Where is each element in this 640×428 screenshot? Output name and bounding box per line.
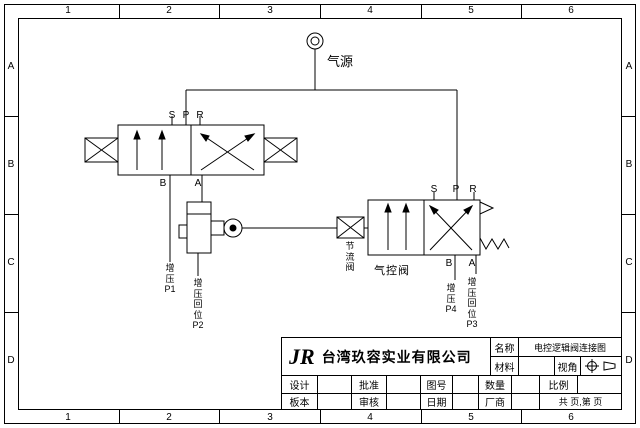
version-label: 板本 (282, 394, 318, 409)
label-boost-return-p2: 增 压 回 位 P2 (192, 278, 204, 330)
ruler-col-label: 5 (468, 412, 474, 423)
ruler-tick (119, 410, 120, 424)
drawing-no-value (453, 376, 479, 393)
name-label: 名称 (491, 338, 519, 356)
ruler-tick (521, 410, 522, 424)
valve2-port-a: A (468, 258, 476, 269)
projection-symbol-cell (581, 357, 621, 375)
throttle-valve-label: 节 流 阀 (345, 241, 355, 272)
ruler-row-label: C (625, 257, 633, 268)
ruler-col-label: 2 (166, 5, 172, 16)
ruler-tick (4, 312, 18, 313)
third-angle-projection-icon (585, 359, 616, 373)
air-source-symbol (306, 32, 324, 50)
ruler-tick (219, 4, 220, 18)
vendor-label: 厂商 (479, 394, 512, 409)
ruler-tick (421, 410, 422, 424)
valve1-port-b: B (159, 178, 167, 189)
ruler-col-label: 1 (65, 5, 71, 16)
company-logo: JR (289, 343, 315, 369)
ruler-row-label: D (7, 355, 15, 366)
ruler-tick (421, 4, 422, 18)
approve-label: 批准 (352, 376, 387, 393)
supply-pipe (185, 49, 458, 200)
design-value (318, 376, 352, 393)
ruler-tick (4, 214, 18, 215)
ruler-tick (119, 4, 120, 18)
vendor-value (512, 394, 540, 409)
drawing-no-label: 图号 (421, 376, 453, 393)
throttle-valve-symbol (336, 216, 368, 239)
ruler-tick (320, 410, 321, 424)
ruler-row-label: B (625, 159, 633, 170)
material-value (519, 357, 555, 375)
review-value (387, 394, 421, 409)
ruler-col-label: 3 (267, 412, 273, 423)
ruler-col-label: 6 (568, 5, 574, 16)
ruler-tick (320, 4, 321, 18)
ruler-row-label: B (7, 159, 15, 170)
ruler-tick (521, 4, 522, 18)
ruler-tick (622, 312, 636, 313)
view-angle-label: 视角 (555, 357, 581, 375)
ruler-col-label: 1 (65, 412, 71, 423)
ruler-col-label: 2 (166, 412, 172, 423)
ruler-row-label: A (625, 61, 633, 72)
quantity-value (512, 376, 540, 393)
valve2-port-p: P (452, 184, 460, 195)
ruler-row-label: C (7, 257, 15, 268)
label-boost-return-p3: 增 压 回 位 P3 (466, 277, 478, 329)
version-value (318, 394, 352, 409)
ruler-col-label: 4 (367, 412, 373, 423)
solenoid-valve-symbol (84, 116, 298, 262)
date-value (453, 394, 479, 409)
valve2-port-s: S (430, 184, 438, 195)
label-boost-p4: 增 压 P4 (445, 283, 457, 314)
ruler-tick (622, 116, 636, 117)
label-boost-p1: 增 压 P1 (164, 263, 176, 294)
material-label: 材料 (491, 357, 519, 375)
valve1-port-r: R (196, 110, 204, 121)
ruler-col-label: 5 (468, 5, 474, 16)
drawing-name: 电控逻辑阀连接图 (533, 342, 606, 353)
ruler-tick (622, 214, 636, 215)
ruler-col-label: 6 (568, 412, 574, 423)
page-count-label: 共 页,第 页 (558, 397, 603, 407)
valve1-port-p: P (182, 110, 190, 121)
pilot-valve-label: 气控阀 (374, 265, 410, 277)
design-label: 设计 (282, 376, 318, 393)
approve-value (387, 376, 421, 393)
ruler-row-label: D (625, 355, 633, 366)
company-name: 台湾玖容实业有限公司 (321, 348, 472, 365)
ruler-row-label: A (7, 61, 15, 72)
scale-label: 比例 (540, 376, 578, 393)
title-block: JR 台湾玖容实业有限公司 名称 电控逻辑阀连接图 材料 视角 (281, 337, 622, 410)
review-label: 审核 (352, 394, 387, 409)
air-source-label: 气源 (327, 54, 354, 69)
valve1-port-a: A (194, 178, 202, 189)
ruler-col-label: 3 (267, 5, 273, 16)
ruler-tick (219, 410, 220, 424)
booster-cylinder-symbol (178, 201, 337, 276)
valve1-port-s: S (168, 110, 176, 121)
valve2-port-r: R (469, 184, 477, 195)
pilot-valve-symbol (367, 192, 510, 280)
valve2-port-b: B (445, 258, 453, 269)
date-label: 日期 (421, 394, 453, 409)
company-cell: JR 台湾玖容实业有限公司 (282, 338, 491, 375)
ruler-col-label: 4 (367, 5, 373, 16)
ruler-tick (4, 116, 18, 117)
quantity-label: 数量 (479, 376, 512, 393)
scale-value (578, 376, 621, 393)
